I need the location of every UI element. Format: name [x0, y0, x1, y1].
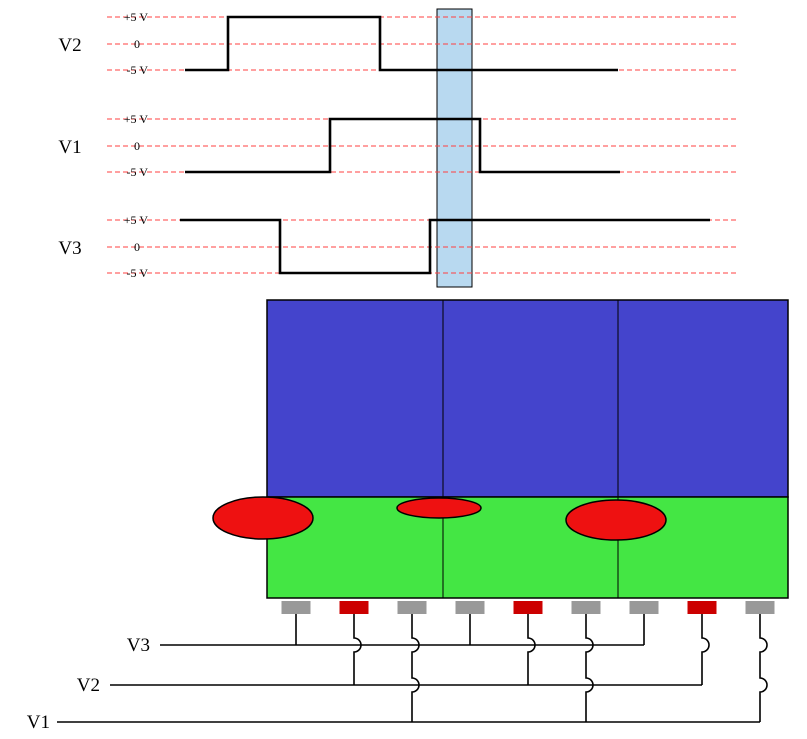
electrode-v3	[455, 601, 485, 614]
voltage-level-label: +5 V	[124, 112, 149, 126]
voltage-level-label: 0	[134, 240, 140, 254]
voltage-level-label: -5 V	[127, 165, 149, 179]
waveform-trace-v3	[180, 218, 710, 275]
electrode-v3	[629, 601, 659, 614]
waveform-layer	[180, 15, 710, 275]
electrode-v1	[397, 601, 427, 614]
voltage-level-label: +5 V	[124, 213, 149, 227]
labels-layer: V2 V1 V3 +5 V 0 -5 V +5 V 0 -5 V +5 V 0 …	[27, 10, 150, 733]
waveform-label-v3: V3	[58, 238, 81, 259]
charge-packet	[565, 499, 667, 541]
electrode-wire-v1	[759, 614, 768, 722]
voltage-level-label: -5 V	[127, 266, 149, 280]
charge-packet	[212, 496, 314, 540]
electrode-v2	[513, 601, 543, 614]
waveform-label-v1: V1	[58, 137, 81, 158]
time-slice-highlight	[436, 8, 473, 288]
electrode-v2	[339, 601, 369, 614]
waveform-label-v2: V2	[58, 35, 81, 56]
electrode-wire-v1	[411, 614, 420, 722]
gate-region	[266, 299, 789, 498]
voltage-level-label: 0	[134, 139, 140, 153]
voltage-level-label: 0	[134, 37, 140, 51]
bus-label-v1: V1	[27, 712, 50, 733]
device-layer	[212, 299, 789, 599]
semiconductor-region	[266, 496, 789, 599]
time-slice-layer	[436, 8, 473, 288]
electrode-wire-v2	[701, 614, 710, 685]
electrode-v3	[281, 601, 311, 614]
waveform-trace-v1	[185, 117, 620, 174]
charge-packet	[396, 497, 482, 519]
waveform-trace-v2	[185, 15, 618, 72]
voltage-level-label: +5 V	[124, 10, 149, 24]
bus-label-v3: V3	[127, 635, 150, 656]
bus-label-v2: V2	[77, 675, 100, 696]
electrode-wire-v2	[527, 614, 536, 685]
voltage-level-label: -5 V	[127, 63, 149, 77]
wiring-layer	[57, 601, 775, 723]
gridline-layer	[107, 16, 737, 274]
electrode-v2	[687, 601, 717, 614]
electrode-v1	[571, 601, 601, 614]
electrode-v1	[745, 601, 775, 614]
electrode-wire-v1	[585, 614, 594, 722]
electrode-wire-v2	[353, 614, 362, 685]
